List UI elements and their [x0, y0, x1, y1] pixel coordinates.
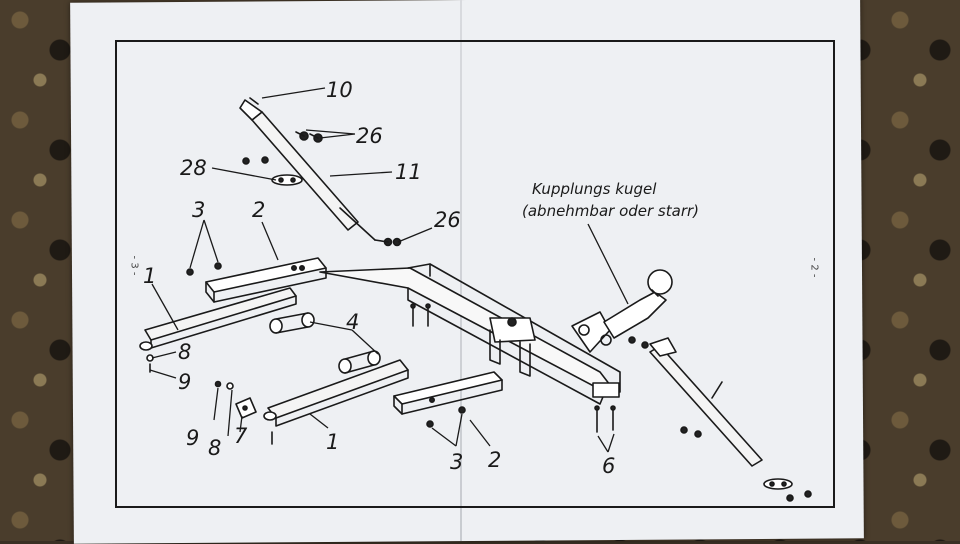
bolts-6: [410, 303, 616, 433]
part-label-28: 28: [180, 156, 207, 180]
bolts-26-lower: [374, 237, 402, 247]
part-label-9-lower: 9: [186, 426, 200, 450]
part-label-3-lower: 3: [450, 450, 464, 474]
side-member-1-upper: [139, 287, 297, 351]
part-label-10: 10: [326, 78, 353, 102]
lower-right-strut: [628, 336, 812, 502]
bracket-7: [235, 397, 257, 419]
diagram-frame: [115, 40, 835, 508]
part-label-1-lower: 1: [326, 430, 340, 454]
part-label-26-upper: 26: [356, 124, 383, 148]
upper-strut: [239, 97, 376, 241]
spacer-4-lower: [338, 350, 381, 374]
callout-line-1: Kupplungs kugel: [532, 180, 657, 198]
bolts-26-upper: [295, 131, 323, 143]
part-label-2-upper: 2: [252, 198, 266, 222]
part-label-8-upper: 8: [178, 340, 192, 364]
bracket-2-lower: [393, 371, 503, 428]
part-label-26-lower: 26: [434, 208, 461, 232]
tow-ball-assembly: [571, 269, 673, 353]
part-label-11: 11: [395, 160, 422, 184]
main-crossbar: [319, 263, 621, 405]
part-label-4: 4: [346, 310, 360, 334]
page-number-left: - 3 -: [128, 255, 140, 276]
part-label-8-lower: 8: [208, 436, 222, 460]
part-label-7: 7: [234, 424, 248, 448]
part-label-9-upper: 9: [178, 370, 192, 394]
callout-line-2: (abnehmbar oder starr): [522, 202, 700, 220]
part-label-2-lower: 2: [488, 448, 502, 472]
part-label-3-upper: 3: [192, 198, 206, 222]
center-clamp: [489, 317, 536, 377]
side-member-1-lower: [263, 359, 409, 427]
page-number-right: - 2 -: [808, 257, 820, 278]
leader-lines: [149, 87, 629, 453]
spacer-4-upper: [269, 312, 315, 334]
part-label-1-upper: 1: [143, 264, 157, 288]
page-fold: [460, 0, 462, 541]
washer-plate-28: [242, 156, 303, 186]
part-label-6: 6: [602, 454, 616, 478]
